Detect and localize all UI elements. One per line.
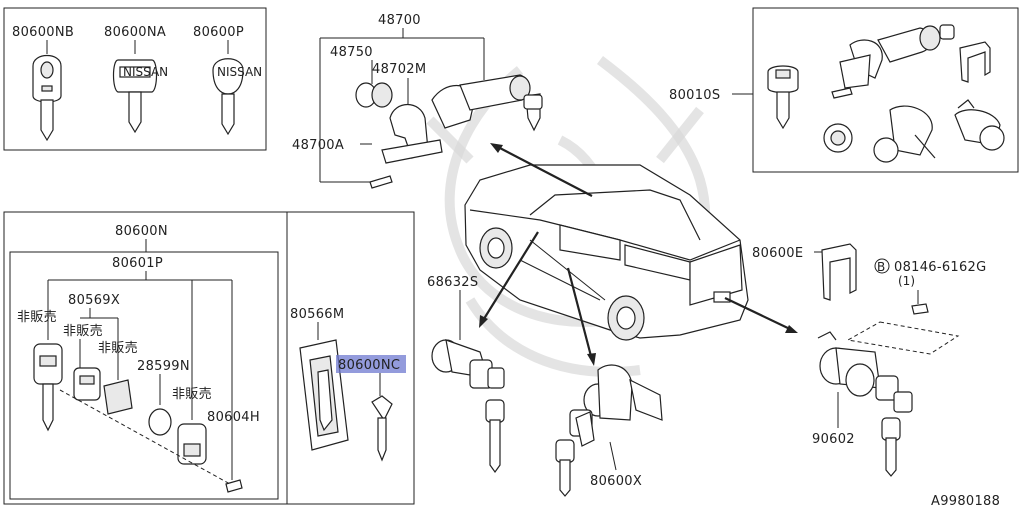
label-not-for-sale-2: 非販売 (63, 323, 103, 339)
vehicle-wagon (464, 164, 749, 341)
label-80600N: 80600N (115, 224, 168, 239)
steering-lock-parts[interactable] (355, 74, 543, 189)
label-not-for-sale-1: 非販売 (17, 309, 57, 325)
label-80600X: 80600X (590, 474, 642, 489)
callout-arrows (479, 143, 798, 366)
label-80600P: 80600P (193, 25, 244, 40)
label-80600E: 80600E (752, 246, 803, 261)
back-door-lock-parts[interactable] (817, 331, 913, 477)
front-door-lock-parts[interactable] (431, 339, 505, 474)
bolt-08146-6162G[interactable] (911, 303, 929, 315)
bolt-marker-letter: B (877, 260, 885, 274)
keys-box: 80600NB 80600NA 80600P NISSAN NISSAN (3, 7, 267, 151)
retainer-clip-80600E[interactable] (821, 243, 857, 301)
label-80604H: 80604H (207, 410, 260, 425)
label-80600NA: 80600NA (104, 25, 166, 40)
label-bolt-qty: (1) (898, 274, 915, 288)
label-68632S: 68632S (427, 275, 478, 290)
lock-set-parts[interactable] (767, 24, 1005, 163)
label-80600NB: 80600NB (12, 25, 74, 40)
rear-door-lock-parts[interactable] (555, 364, 663, 497)
label-80601P: 80601P (112, 256, 163, 271)
label-08146-6162G: 08146-6162G (894, 260, 987, 275)
key-80600P[interactable]: NISSAN (212, 58, 262, 136)
key-blank-80600NC[interactable] (371, 395, 393, 462)
highlight-80600NC (336, 355, 406, 373)
label-28599N: 28599N (137, 359, 190, 374)
key-badge-text-a: NISSAN (123, 65, 168, 79)
label-80569X: 80569X (68, 293, 120, 308)
lock-set-box: 80010S (669, 7, 1019, 173)
key-80600NA[interactable]: NISSAN (112, 59, 169, 134)
front-door-lock-group: 68632S (427, 275, 505, 474)
diagram-id: A9980188 (931, 494, 1000, 509)
key-badge-text-b: NISSAN (217, 65, 262, 79)
rear-door-lock-group: 80600X (555, 364, 663, 497)
label-48702M: 48702M (372, 62, 426, 77)
label-48750: 48750 (330, 45, 373, 60)
label-48700: 48700 (378, 13, 421, 28)
label-80566M: 80566M (290, 307, 344, 322)
label-90602: 90602 (812, 432, 855, 447)
key-set-parts[interactable] (33, 343, 243, 493)
steering-lock-group: 48700 48750 48702M 48700A (292, 13, 543, 189)
circled-b-icon: B (874, 258, 890, 274)
label-48700A: 48700A (292, 138, 344, 153)
label-80010S: 80010S (669, 88, 720, 103)
back-door-lock-group: 80600E B 08146-6162G (1) 90602 (752, 243, 987, 477)
label-not-for-sale-4: 非販売 (172, 386, 212, 402)
key-set-box: 80600N 80601P 非販売 80569X 非販売 非販売 28599N … (3, 211, 415, 505)
key-80600NB[interactable] (32, 54, 62, 142)
label-80600NC: 80600NC (338, 358, 400, 373)
